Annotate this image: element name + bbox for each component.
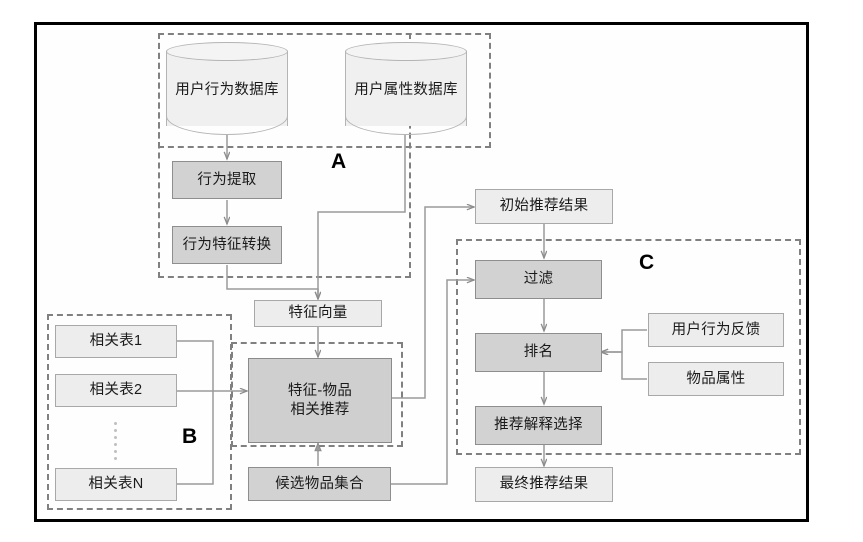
db-user-behavior[interactable]: 用户行为数据库 [166,42,288,135]
node-behavior-feature-transform[interactable]: 行为特征转换 [172,226,282,264]
group-a-frame-notch [158,146,491,148]
node-item-attribute[interactable]: 物品属性 [648,362,784,396]
node-ranking[interactable]: 排名 [475,333,602,372]
db-user-attribute[interactable]: 用户属性数据库 [345,42,467,135]
node-candidate-item-set[interactable]: 候选物品集合 [248,467,391,501]
node-feature-item-recommend[interactable]: 特征-物品 相关推荐 [248,358,392,443]
node-user-behavior-feedback[interactable]: 用户行为反馈 [648,313,784,347]
node-relation-table-2[interactable]: 相关表2 [55,374,177,407]
node-feature-vector[interactable]: 特征向量 [254,300,382,327]
node-filter[interactable]: 过滤 [475,260,602,299]
node-feature-item-recommend-line2: 相关推荐 [290,401,350,418]
cylinder-body [166,51,288,126]
cylinder-top [166,42,288,61]
node-behavior-extraction[interactable]: 行为提取 [172,161,282,199]
db-user-behavior-label: 用户行为数据库 [175,82,279,98]
cylinder-top [345,42,467,61]
relation-table-ellipsis [114,422,117,464]
cylinder-body [345,51,467,126]
node-feature-item-recommend-line1: 特征-物品 [287,382,353,399]
group-a-label: A [331,150,347,173]
node-relation-table-n[interactable]: 相关表N [55,468,177,501]
db-user-attribute-label: 用户属性数据库 [354,82,458,98]
node-relation-table-1[interactable]: 相关表1 [55,325,177,358]
group-c-label: C [639,251,655,274]
node-recommend-explain-select[interactable]: 推荐解释选择 [475,406,602,445]
node-final-recommend-result[interactable]: 最终推荐结果 [475,467,613,502]
group-b-label: B [182,425,198,448]
node-initial-recommend-result[interactable]: 初始推荐结果 [475,189,613,224]
